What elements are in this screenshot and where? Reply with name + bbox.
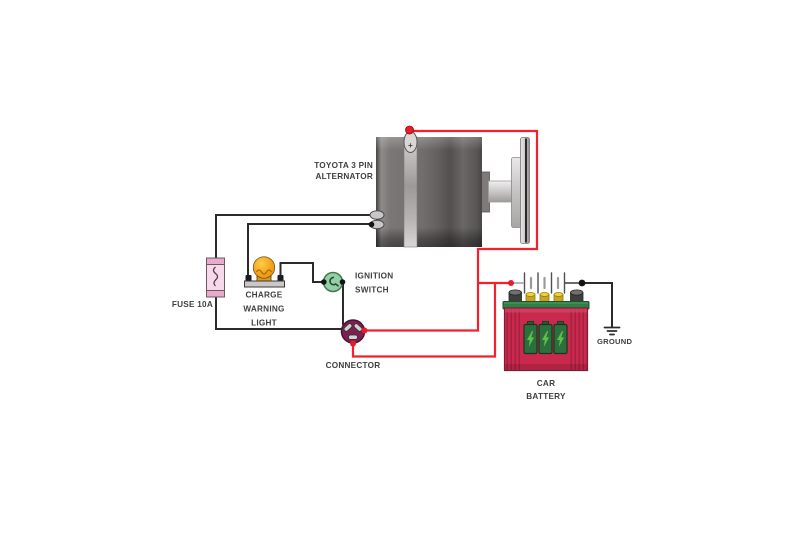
alternator-shaft bbox=[488, 180, 513, 203]
ground-label: GROUND bbox=[597, 337, 633, 346]
charge-light-label-line2: WARNING bbox=[243, 305, 284, 314]
battery-label-line2: BATTERY bbox=[526, 392, 566, 401]
bulb-filament bbox=[255, 269, 273, 275]
key-glyph-tail bbox=[334, 282, 340, 287]
connector-slot-left bbox=[343, 323, 353, 332]
wire-connector-to-battery bbox=[351, 283, 497, 358]
battery-cell-icons bbox=[523, 321, 568, 355]
pin-junction-dot bbox=[368, 221, 375, 228]
battery-negative-junction bbox=[578, 279, 586, 287]
bulb-highlight bbox=[253, 257, 275, 278]
connector-junction-bottom bbox=[350, 340, 356, 347]
connector-graphic: CONNECTOR bbox=[326, 319, 381, 370]
ignition-label-line2: SWITCH bbox=[355, 286, 389, 295]
battery-case-ribs-right bbox=[570, 308, 587, 370]
battery-label-line1: CAR bbox=[537, 379, 556, 388]
fuse-cap-bottom bbox=[206, 290, 225, 298]
b-plus-symbol: + bbox=[408, 141, 413, 150]
switch-junction-left bbox=[321, 279, 327, 285]
wire-fuse-to-connector bbox=[215, 296, 344, 330]
connector-slot-right bbox=[353, 323, 363, 332]
lamp-base bbox=[244, 280, 285, 288]
wire-pin-to-fuse bbox=[215, 214, 373, 259]
charge-light-label-line1: CHARGE bbox=[246, 291, 283, 300]
ground-graphic: GROUND bbox=[597, 326, 633, 346]
fuse-label: FUSE 10A bbox=[172, 300, 213, 309]
connector-label: CONNECTOR bbox=[326, 361, 381, 370]
fuse-cap-top bbox=[206, 257, 225, 265]
car-battery-graphic: CAR BATTERY bbox=[502, 272, 590, 401]
wire-lamp-to-switch bbox=[279, 262, 324, 283]
battery-case-ribs-left bbox=[505, 308, 522, 370]
battery-positive-junction bbox=[508, 280, 514, 286]
alternator-label-line1: TOYOTA 3 PIN bbox=[314, 161, 373, 170]
wire-pin-to-lamp bbox=[247, 223, 371, 276]
battery-case-bottom-shade bbox=[505, 364, 587, 370]
alternator-label-line2: ALTERNATOR bbox=[315, 172, 373, 181]
connector-slot-bottom bbox=[348, 334, 358, 340]
alternator-graphic: + TOYOTA 3 PIN ALTERNATOR bbox=[314, 125, 530, 248]
pulley-groove bbox=[525, 138, 527, 243]
battery-symbol-icon bbox=[511, 272, 582, 294]
key-glyph bbox=[329, 276, 336, 286]
connector-junction-right bbox=[361, 327, 368, 334]
wire-alternator-plus-to-battery bbox=[366, 129, 539, 332]
switch-junction-right bbox=[339, 279, 346, 285]
battery-case-top-sheen bbox=[505, 308, 587, 313]
ground-symbol-icon bbox=[603, 326, 621, 336]
charge-light-label-line3: LIGHT bbox=[251, 319, 277, 328]
ignition-switch-graphic: IGNITION SWITCH bbox=[321, 272, 393, 295]
fuse-element-icon bbox=[212, 266, 219, 287]
alternator-strap bbox=[403, 136, 418, 248]
wiring-harness bbox=[215, 129, 613, 358]
alternator-pin-top bbox=[369, 210, 385, 220]
alternator-body-shading bbox=[376, 137, 482, 247]
wire-battery-to-ground bbox=[582, 282, 613, 327]
lamp-terminal-right bbox=[277, 275, 284, 282]
ignition-label-line1: IGNITION bbox=[355, 272, 393, 281]
charge-warning-light-graphic: CHARGE WARNING LIGHT bbox=[243, 256, 285, 328]
lamp-terminal-left bbox=[245, 275, 252, 282]
b-plus-junction-dot bbox=[405, 125, 414, 135]
fuse-graphic: FUSE 10A bbox=[172, 257, 225, 309]
